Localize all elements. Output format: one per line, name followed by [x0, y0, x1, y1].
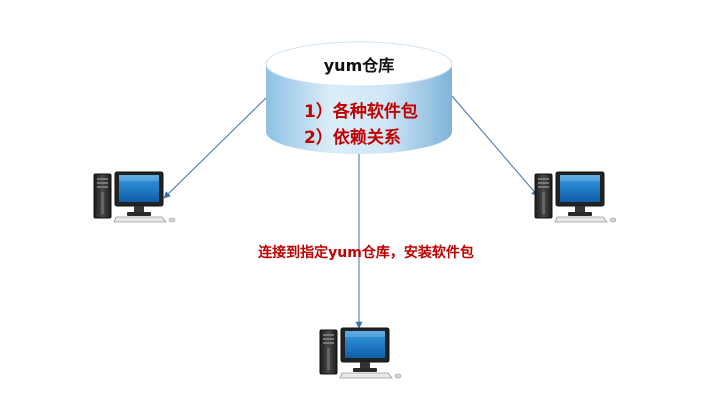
connector-left [163, 95, 269, 199]
desktop-computer-icon [93, 171, 176, 223]
desktop-computer-icon [319, 327, 402, 379]
connector-right [451, 95, 539, 197]
repository-title: yum仓库 [324, 56, 395, 75]
repository-feature-packages: 1）各种软件包 [304, 101, 418, 122]
desktop-computer-icon [534, 171, 617, 223]
connection-label: 连接到指定yum仓库，安装软件包 [258, 244, 474, 261]
repository-feature-dependencies: 2）依赖关系 [304, 127, 401, 148]
repository-cylinder [265, 41, 453, 154]
